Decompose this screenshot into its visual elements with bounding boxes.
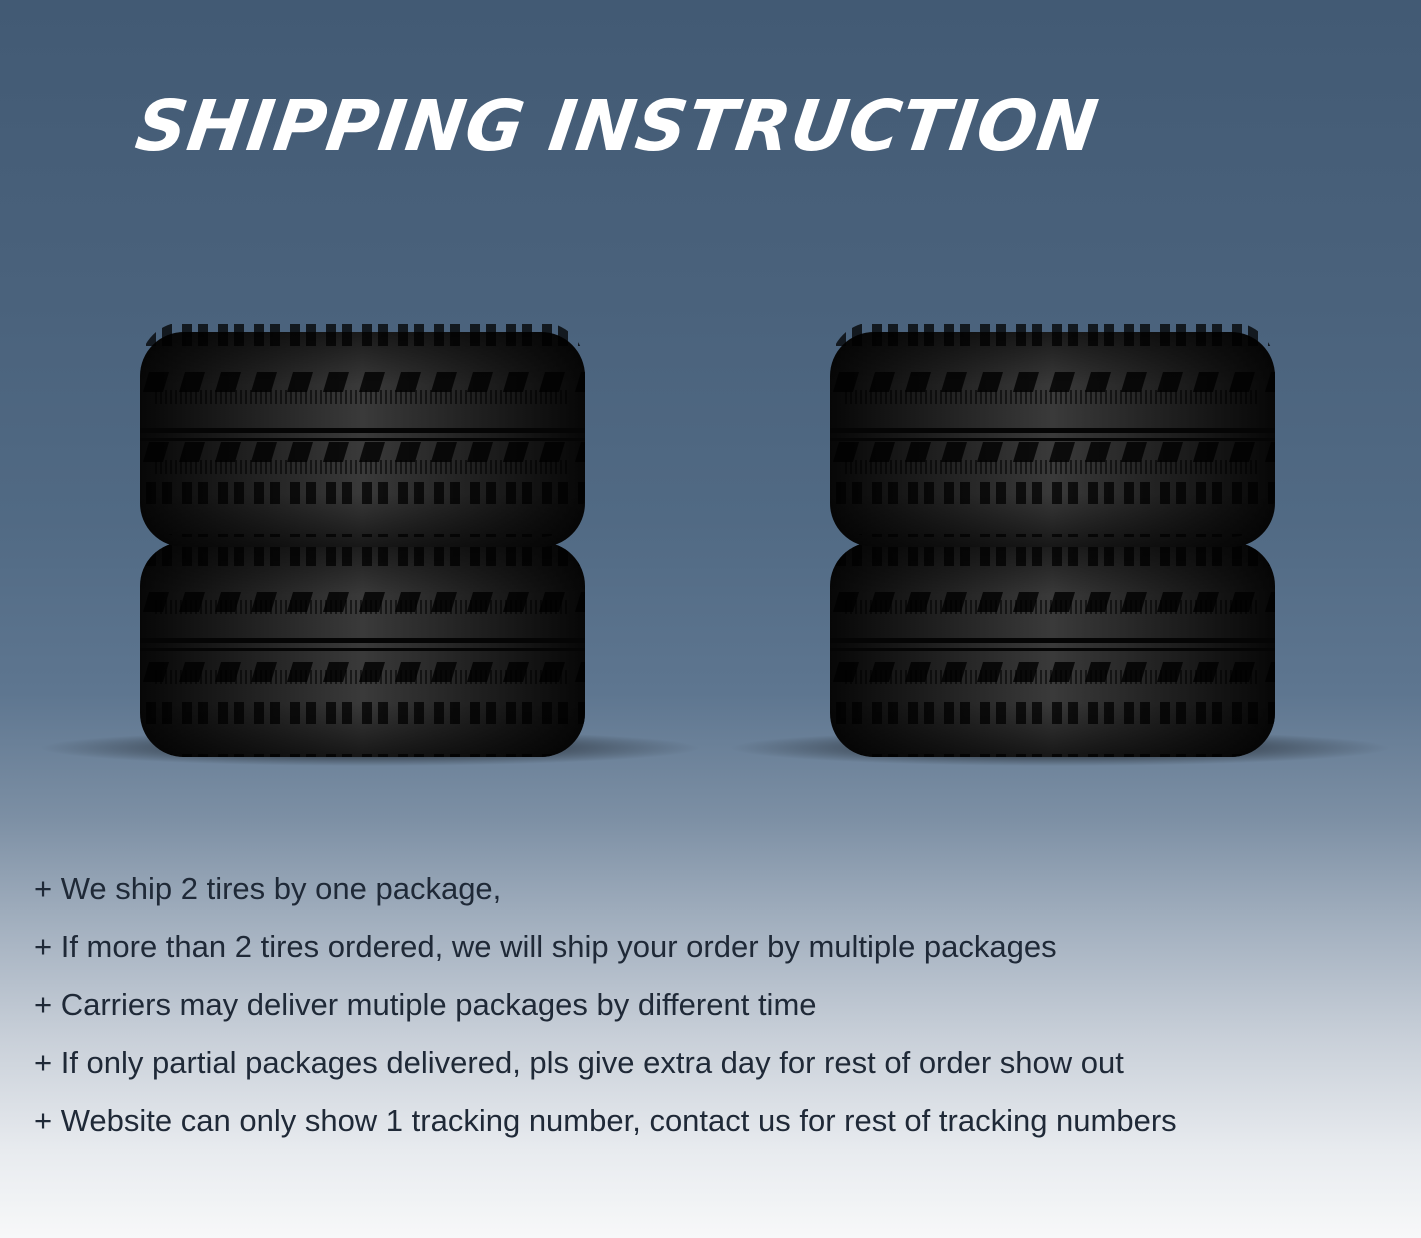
tire-stack-icon (40, 322, 700, 766)
tire-stack-left (35, 320, 705, 780)
tire-stack-icon (730, 322, 1390, 766)
shipping-notes-list: + We ship 2 tires by one package, + If m… (34, 860, 1177, 1150)
page-title: SHIPPING INSTRUCTION (130, 85, 1104, 167)
shipping-note: + If more than 2 tires ordered, we will … (34, 929, 1057, 964)
shipping-note: + Carriers may deliver mutiple packages … (34, 987, 817, 1022)
shipping-note: + We ship 2 tires by one package, (34, 871, 502, 906)
tire-stack-right (725, 320, 1395, 780)
shipping-note: + Website can only show 1 tracking numbe… (34, 1103, 1177, 1138)
shipping-note: + If only partial packages delivered, pl… (34, 1045, 1124, 1080)
